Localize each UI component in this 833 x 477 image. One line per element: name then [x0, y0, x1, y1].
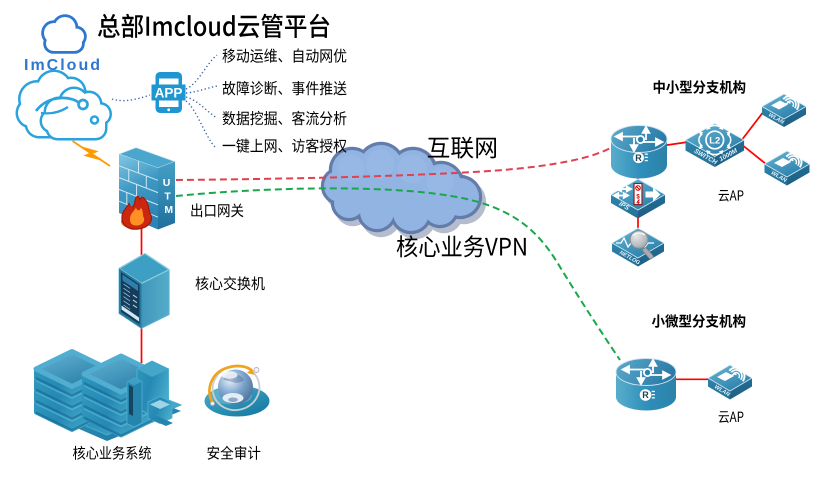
svg-text:IPS: IPS [618, 201, 631, 213]
svg-text:U: U [163, 177, 171, 189]
svg-text:L2: L2 [709, 136, 720, 147]
svg-text:M: M [164, 204, 173, 216]
svg-text:R: R [635, 153, 642, 163]
svg-text:T: T [164, 190, 171, 202]
svg-text:ImCloud: ImCloud [24, 57, 100, 74]
svg-text:R: R [642, 390, 649, 400]
svg-text:$: $ [636, 195, 640, 201]
svg-text:APP: APP [155, 86, 183, 101]
